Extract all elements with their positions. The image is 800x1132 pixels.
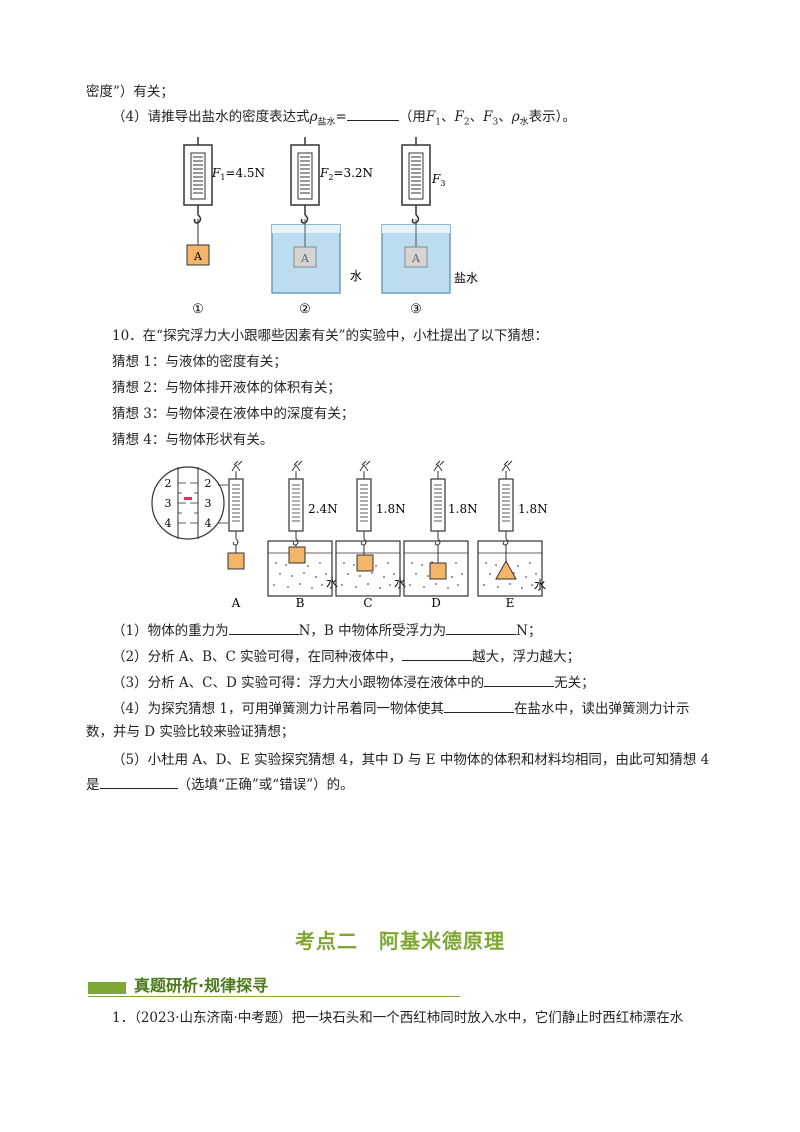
label-e: E: [506, 596, 515, 610]
block-label: A: [411, 252, 421, 265]
figure-number-2: ②: [299, 302, 311, 317]
reading-e: 1.8N: [518, 502, 548, 516]
answer-3: （3）分析 A、C、D 实验可得：浮力大小跟物体浸在液体中的无关；: [112, 672, 595, 693]
banner-rule: [88, 996, 460, 997]
answer-blank[interactable]: [446, 620, 517, 635]
hypothesis-2: 猜想 2：与物体排开液体的体积有关；: [112, 380, 341, 396]
brine-label: 盐水: [454, 271, 478, 285]
f1-label: F1=4.5N: [211, 166, 265, 182]
answer-4: （4）为探究猜想 1，可用弹簧测力计吊着同一物体使其在盐水中，读出弹簧测力计示: [112, 698, 689, 719]
hypothesis-3: 猜想 3：与物体浸在液体中的深度有关；: [112, 406, 355, 422]
scale-mark: 3: [205, 497, 212, 510]
scale-mark: 3: [165, 497, 172, 510]
hypothesis-1: 猜想 1：与液体的密度有关；: [112, 354, 287, 370]
scale-mark: 4: [165, 517, 172, 530]
banner-bar: [88, 982, 126, 994]
scale-mark: 2: [205, 477, 212, 490]
label-d: D: [431, 596, 441, 610]
section-banner: 真题研析·规律探寻: [88, 968, 460, 998]
water-label: 水: [534, 578, 546, 592]
hypothesis-4: 猜想 4：与物体形状有关。: [112, 432, 274, 448]
figure-buoyancy-experiments: 2 3 4 2 3 4 2.4N 水 1.8N 水 1.8N 1.8N 水 A …: [151, 460, 548, 610]
answer-blank[interactable]: [484, 672, 555, 687]
reading-d: 1.8N: [448, 502, 478, 516]
label-b: B: [296, 596, 305, 610]
f3-label: F3: [431, 172, 445, 188]
water-label: 水: [326, 576, 338, 590]
scale-mark: 2: [165, 477, 172, 490]
label-a: A: [231, 596, 241, 610]
question-4: （4）请推导出盐水的密度表达式ρ盐水=（用F1、F2、F3、ρ水表示）。: [112, 106, 576, 133]
question-1: 1．（2023·山东济南·中考题）把一块石头和一个西红柿同时放入水中，它们静止时…: [112, 1010, 684, 1026]
answer-5-line-2: 是（选填“正确”或“错误”）的。: [86, 774, 354, 795]
answer-blank[interactable]: [443, 698, 514, 713]
label-c: C: [363, 596, 372, 610]
block-label: A: [300, 252, 310, 265]
intro-line: 密度”）有关；: [86, 84, 174, 100]
figure-number-1: ①: [192, 302, 204, 317]
section-title: 考点二 阿基米德原理: [295, 929, 505, 953]
question-10-stem: 10．在“探究浮力大小跟哪些因素有关”的实验中，小杜提出了以下猜想：: [112, 328, 548, 344]
answer-blank[interactable]: [99, 774, 178, 789]
answer-blank[interactable]: [346, 106, 399, 121]
reading-c: 1.8N: [376, 502, 406, 516]
answer-2: （2）分析 A、B、C 实验可得，在同种液体中，越大，浮力越大；: [112, 646, 580, 667]
figure-number-3: ③: [410, 302, 422, 317]
answer-blank[interactable]: [402, 646, 473, 661]
scale-mark: 4: [205, 517, 212, 530]
banner-text: 真题研析·规律探寻: [134, 976, 269, 995]
reading-b: 2.4N: [308, 502, 338, 516]
answer-5: （5）小杜用 A、D、E 实验探究猜想 4，其中 D 与 E 中物体的体积和材料…: [112, 752, 710, 768]
water-label: 水: [394, 576, 406, 590]
block-label: A: [193, 250, 203, 263]
figure-spring-scales: A F1=4.5N A 水 F2=3.2N A 盐水 F3 ① ② ③: [183, 136, 478, 317]
f2-label: F2=3.2N: [319, 166, 373, 182]
answer-blank[interactable]: [228, 620, 299, 635]
water-label: 水: [350, 269, 362, 283]
answer-4-line-2: 数，并与 D 实验比较来验证猜想；: [86, 724, 295, 740]
